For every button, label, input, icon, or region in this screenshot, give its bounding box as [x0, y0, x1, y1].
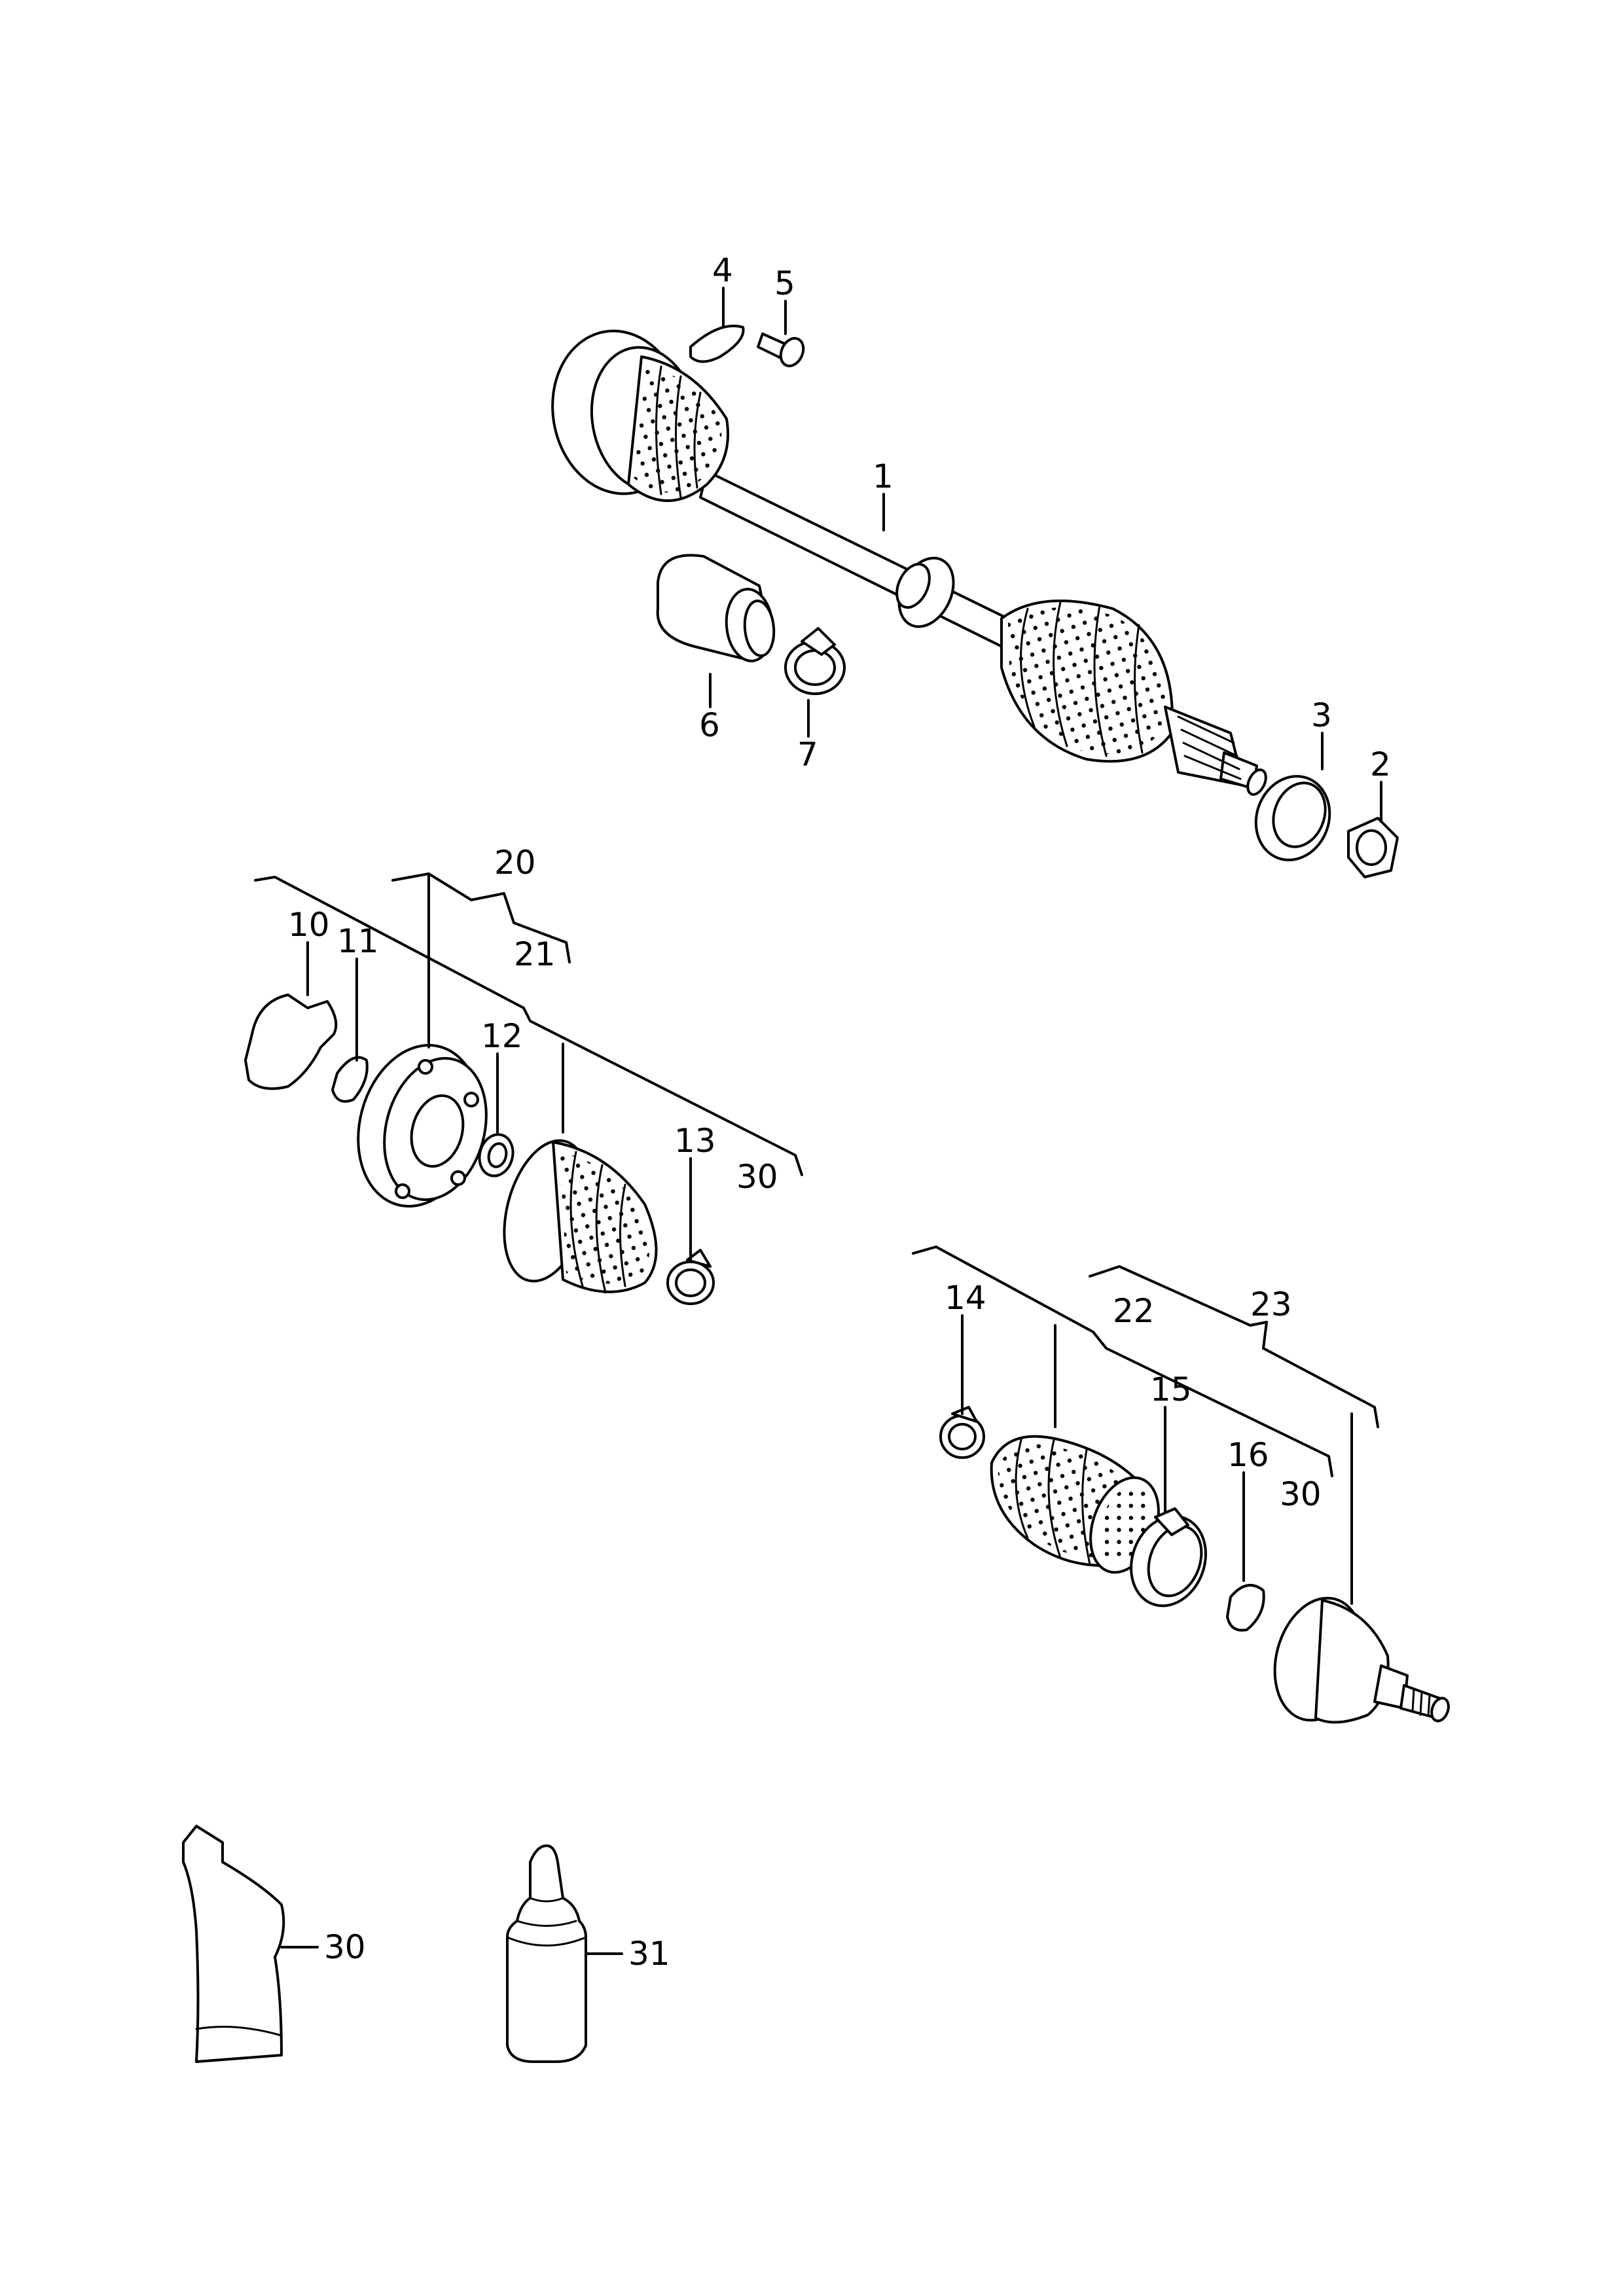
- callout-1: 1: [873, 457, 893, 495]
- boot-inner-kit: [990, 1435, 1160, 1574]
- callout-14: 14: [945, 1279, 986, 1317]
- gasket-part-10: [244, 994, 338, 1090]
- clamp-part-7: [784, 627, 846, 695]
- joint-hub: [357, 1044, 488, 1208]
- ring-part-3: [1254, 775, 1331, 861]
- callout-31: 31: [628, 1935, 670, 1973]
- clamp-part-13: [666, 1249, 715, 1305]
- inner-joint-part-23: [1273, 1596, 1450, 1724]
- callout-15: 15: [1150, 1371, 1192, 1408]
- damper-part-6: [656, 554, 776, 662]
- bottle-part-31: [506, 1844, 587, 2063]
- callout-5: 5: [774, 264, 795, 302]
- callout-numbers: 4 5 1 6 7 3 2 20 21 10 11 12 13 30 14 22…: [288, 251, 1391, 1973]
- callout-23: 23: [1250, 1285, 1292, 1323]
- washer-part-12: [478, 1133, 514, 1177]
- callout-21: 21: [514, 935, 556, 973]
- circlip-part-16: [1226, 1584, 1265, 1632]
- circlip-part-11: [331, 1056, 369, 1103]
- bolt-part-5: [757, 332, 805, 368]
- callout-30-inner-kit: 30: [1280, 1475, 1322, 1513]
- nut-part-2: [1347, 817, 1399, 878]
- callout-7: 7: [797, 736, 818, 774]
- callout-2: 2: [1370, 745, 1391, 783]
- clamp-part-15: [1130, 1507, 1207, 1607]
- callout-22: 22: [1113, 1292, 1155, 1330]
- leader-lines: [254, 287, 1382, 1955]
- callout-12: 12: [481, 1017, 523, 1055]
- callout-6: 6: [699, 706, 720, 744]
- callout-13: 13: [674, 1122, 716, 1160]
- grease-tube-part-30: [182, 1825, 285, 2063]
- callout-3: 3: [1311, 696, 1332, 734]
- clip-part-4: [689, 325, 745, 363]
- clamp-part-14: [939, 1406, 985, 1459]
- boot-outer-kit: [503, 1139, 658, 1294]
- callout-11: 11: [337, 922, 379, 960]
- callout-10: 10: [288, 906, 330, 944]
- drive-shaft-assembly: [551, 329, 1267, 796]
- callout-16: 16: [1227, 1436, 1269, 1474]
- callout-30-outer-kit: 30: [736, 1158, 778, 1196]
- callout-20: 20: [494, 844, 536, 882]
- callout-4: 4: [712, 251, 733, 289]
- callout-30-tube: 30: [324, 1928, 366, 1966]
